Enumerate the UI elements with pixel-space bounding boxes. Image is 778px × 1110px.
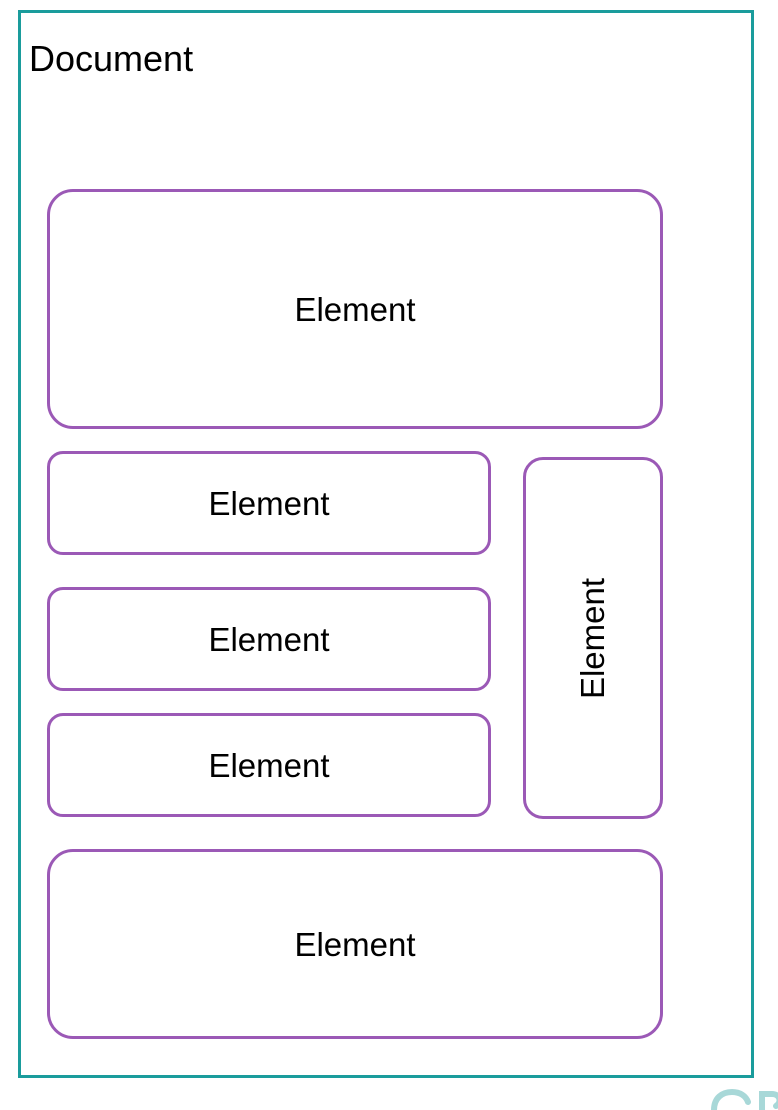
- element-label-side: Element: [574, 577, 612, 699]
- element-box-bottom: Element: [47, 849, 663, 1039]
- element-label-middle-1: Element: [208, 484, 330, 522]
- element-box-middle-2: Element: [47, 587, 491, 691]
- element-label-bottom: Element: [294, 925, 416, 963]
- document-title: Document: [29, 38, 194, 79]
- element-box-middle-3: Element: [47, 713, 491, 817]
- element-label-top: Element: [294, 290, 416, 328]
- element-box-side: Element: [523, 457, 663, 819]
- document-container: Document Element Element Element Element…: [18, 10, 754, 1078]
- element-label-middle-2: Element: [208, 620, 330, 658]
- element-box-middle-1: Element: [47, 451, 491, 555]
- element-label-middle-3: Element: [208, 746, 330, 784]
- element-box-top: Element: [47, 189, 663, 429]
- corner-logo-fragment: [711, 1088, 778, 1110]
